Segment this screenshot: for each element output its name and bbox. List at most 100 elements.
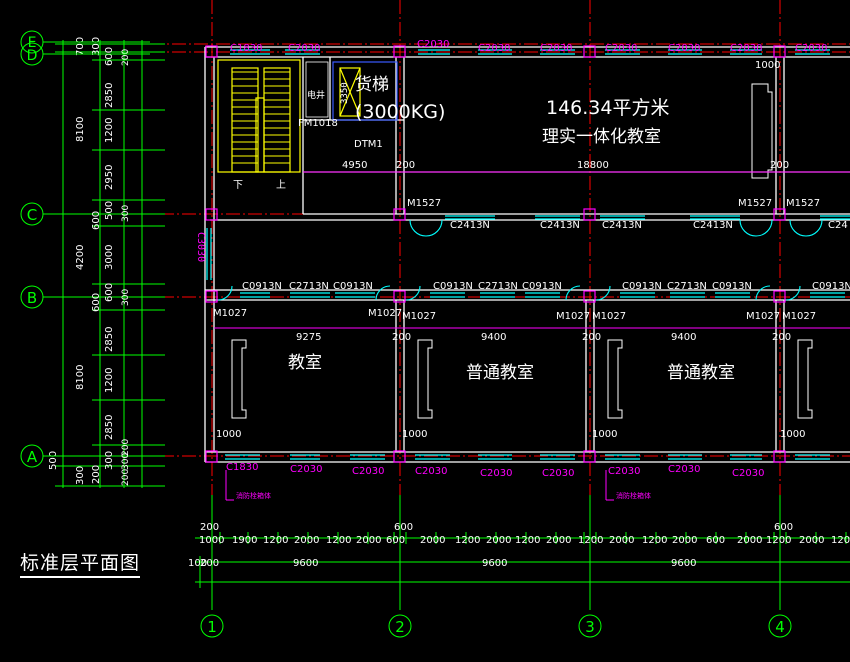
bottom-dim-label: 200 [200, 522, 219, 533]
left-outer-dims: 700 8100 4200 8100 500 300 [48, 37, 86, 485]
lab-name: 理实一体化教室 [542, 127, 661, 147]
win-bot-4: C2030 [480, 468, 512, 479]
dim-mid-200: 200 [91, 465, 102, 484]
win-bot-1: C2030 [290, 464, 322, 475]
door-m1027-2: M1027 [368, 308, 402, 319]
classroom-2-name: 普通教室 [466, 363, 534, 383]
stair [217, 59, 301, 173]
room-dimension-lines [214, 171, 850, 501]
classroom-1-name: 教室 [288, 353, 322, 373]
win-cu-4: C24 [828, 220, 848, 231]
win-bot-5: C2030 [542, 468, 574, 479]
bottom-dim-label: 2000 [356, 535, 381, 546]
dim-1000-top: 1000 [755, 60, 780, 71]
bottom-dimension-lines [195, 495, 850, 610]
axis-label-4: 4 [775, 618, 785, 636]
win-bot-0: C1830 [226, 462, 258, 473]
axis-labels-left: E D C B A [27, 35, 38, 466]
bottom-dim-label: 1200 [831, 535, 850, 546]
drawing-title: 标准层平面图 [20, 552, 141, 578]
door-m1527-c: M1527 [786, 198, 820, 209]
door-m1527-b: M1527 [738, 198, 772, 209]
win-cl-4: C2713N [478, 281, 518, 292]
win-top-2: C2030 [417, 39, 449, 50]
dim-700: 700 [75, 37, 86, 56]
win-bot-3: C2030 [415, 466, 447, 477]
dim-mid-3000: 3000 [104, 245, 115, 270]
lab-area: 146.34平方米 [546, 97, 669, 119]
win-top-1: C2030 [288, 43, 320, 54]
dim-mid-1200b: 1200 [104, 368, 115, 393]
dim-1000-1: 1000 [216, 429, 241, 440]
building-walls [204, 46, 850, 463]
window-labels-top: C1830 C2030 C2030 C2030 C2030 C2030 C203… [230, 39, 827, 54]
win-cu-3: C2413N [693, 220, 733, 231]
hydrant-label-2: 消防栓箱体 [616, 491, 651, 500]
dim-inner-200c: 200 [121, 469, 131, 486]
win-cu-1: C2413N [540, 220, 580, 231]
door-dtm1: DTM1 [354, 139, 383, 150]
axis-bubbles-bottom [200, 614, 792, 638]
dim-200-c: 200 [392, 332, 411, 343]
door-m1027-6: M1027 [746, 311, 780, 322]
bottom-dim-label: 1200 [642, 535, 667, 546]
win-side: C3030 [195, 232, 206, 262]
window-labels-corridor-upper: C2413N C2413N C2413N C2413N C24 [450, 220, 848, 231]
win-bot-2: C2030 [352, 466, 384, 477]
win-bot-7: C2030 [668, 464, 700, 475]
elevator-name: 货梯 [355, 75, 389, 95]
door-m1527-a: M1527 [407, 198, 441, 209]
bottom-dim-label: 2000 [799, 535, 824, 546]
bottom-dim-label: 2000 [546, 535, 571, 546]
dim-4200: 4200 [75, 245, 86, 270]
win-top-8: C2030 [795, 43, 827, 54]
axis-label-2: 2 [395, 618, 405, 636]
win-cl-7: C2713N [667, 281, 707, 292]
bottom-dim-label: 1200 [455, 535, 480, 546]
dim-mid-1200: 1200 [104, 118, 115, 143]
hydrant-label-1: 消防栓箱体 [236, 491, 271, 500]
bdim-9600-2: 9600 [482, 558, 507, 569]
door-m1027-5: M1027 [592, 311, 626, 322]
door-swings [217, 219, 823, 301]
win-cu-0: C2413N [450, 220, 490, 231]
axis-label-3: 3 [585, 618, 595, 636]
left-dimension-lines [55, 40, 165, 488]
win-bot-6: C2030 [608, 466, 640, 477]
dim-9400-b: 9400 [671, 332, 696, 343]
dim-mid-600: 600 [104, 47, 115, 66]
axis-label-c: C [27, 206, 37, 224]
win-cl-9: C0913N [812, 281, 850, 292]
elevator-capacity: (3000KG) [355, 101, 445, 123]
bottom-dim-label: 1900 [232, 535, 257, 546]
door-labels: FM1018 DTM1 M1527 M1527 M1527 M1027 M102… [213, 118, 820, 322]
dim-200-d: 200 [582, 332, 601, 343]
win-top-0: C1830 [230, 43, 262, 54]
axis-label-d: D [27, 48, 38, 64]
dim-mid-600b: 600 [91, 211, 102, 230]
bdim-200: 200 [200, 558, 219, 569]
dim-8100-bottom: 8100 [75, 365, 86, 390]
bottom-dim-ticks [199, 532, 847, 588]
bdim-extra-600-a: 600 [394, 522, 413, 533]
dim-mid-2850: 2850 [104, 83, 115, 108]
dim-inner-200b: 200 [121, 439, 131, 456]
win-top-3: C2030 [478, 43, 510, 54]
dim-mid-2950: 2950 [104, 165, 115, 190]
dim-18800: 18800 [577, 160, 609, 171]
bdim-9600-1: 9600 [293, 558, 318, 569]
bottom-dim-label: 600 [386, 535, 405, 546]
dim-4950: 4950 [342, 160, 367, 171]
bottom-dim-label: 2000 [737, 535, 762, 546]
dim-200-b: 200 [770, 160, 789, 171]
bdim-100: 100 [188, 558, 207, 569]
win-cl-2: C0913N [333, 281, 373, 292]
door-fm1018: FM1018 [298, 118, 338, 129]
left-mid-dims: 300 600 2850 1200 2950 500 600 3000 600 … [91, 37, 115, 484]
bottom-dim-label: 1200 [515, 535, 540, 546]
dim-200-a: 200 [396, 160, 415, 171]
dim-3350: 3350 [340, 82, 350, 104]
door-m1027-7: M1027 [782, 311, 816, 322]
dim-9275: 9275 [296, 332, 321, 343]
